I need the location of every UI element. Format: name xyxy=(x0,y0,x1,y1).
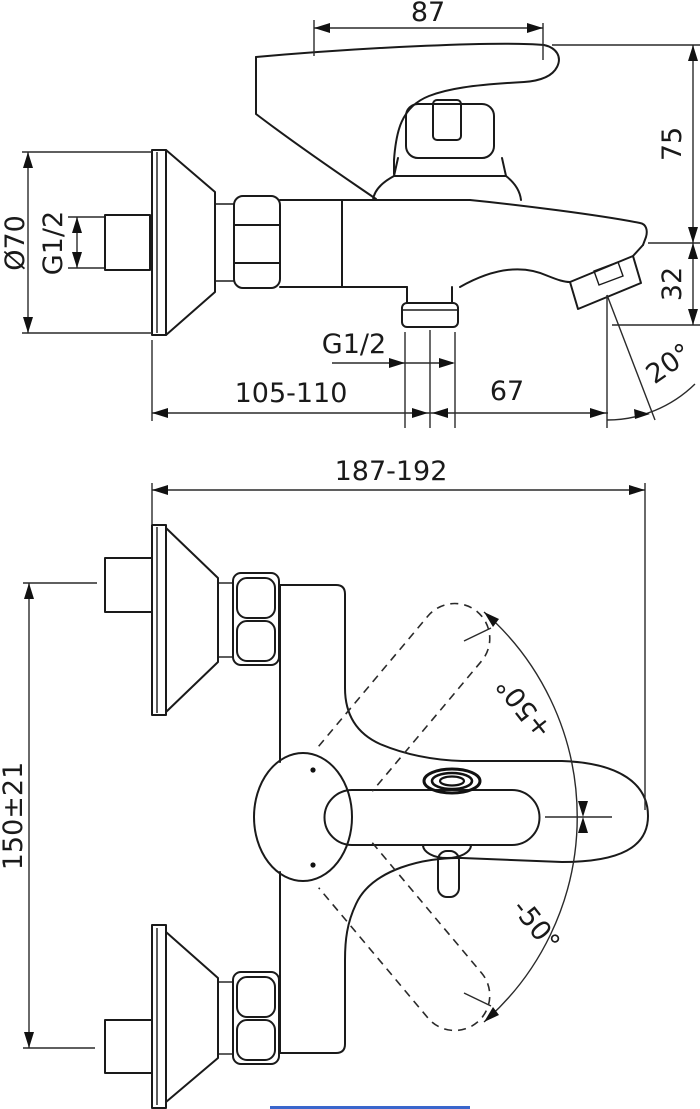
dim-32: 32 xyxy=(612,242,700,326)
dim-dia70-label: Ø70 xyxy=(0,215,31,271)
side-body-barrel xyxy=(279,199,471,288)
dim-87-label: 87 xyxy=(411,0,445,28)
dim-g12-inlet-label: G1/2 xyxy=(38,211,69,275)
plan-screw-dot-bottom xyxy=(310,862,316,868)
plan-escutcheon-oval xyxy=(253,752,353,882)
dim-105-110-label: 105-110 xyxy=(235,378,348,409)
dim-g12-inlet: G1/2 xyxy=(38,211,104,275)
plan-body-and-lever xyxy=(253,584,649,1054)
side-lever-handle xyxy=(255,42,560,200)
dim-75-label: 75 xyxy=(657,127,688,161)
dim-87: 87 xyxy=(313,0,544,60)
dim-32-label: 32 xyxy=(657,267,688,301)
side-shower-outlet xyxy=(401,286,459,328)
dim-dia70: Ø70 xyxy=(0,151,152,334)
dim-75: 75 xyxy=(552,44,700,243)
dim-minus50-label: -50° xyxy=(506,894,566,958)
plan-screw-dot-top xyxy=(310,767,316,773)
dim-150: 150±21 xyxy=(0,582,97,1049)
plan-handle-minus50-dashed xyxy=(318,842,492,1032)
side-wall-flange xyxy=(151,149,216,336)
plan-top-inlet xyxy=(104,524,280,716)
plan-lever-slot xyxy=(323,789,541,846)
dim-20deg-label: 20° xyxy=(641,338,698,391)
side-union-nut xyxy=(215,195,281,289)
dim-187-192-label: 187-192 xyxy=(335,456,448,487)
dim-swing-arc: +50° -50° xyxy=(483,611,612,1023)
bottom-edge-artifact xyxy=(270,1106,470,1109)
dim-20deg: 20° xyxy=(606,294,698,428)
dim-plus50-label: +50° xyxy=(490,670,558,745)
plan-handle-plus50-dashed xyxy=(318,602,492,792)
side-spout xyxy=(459,199,648,310)
plan-bottom-inlet xyxy=(104,924,280,1109)
dim-67-label: 67 xyxy=(490,376,524,407)
dim-g12-outlet-label: G1/2 xyxy=(322,329,386,360)
dim-105-110-and-67: 105-110 67 xyxy=(151,340,608,421)
plan-view: 187-192 150±21 +50° -50° xyxy=(0,456,649,1109)
dim-187-192: 187-192 xyxy=(151,456,646,810)
side-view: 87 75 32 Ø70 xyxy=(0,0,700,428)
dim-g12-outlet: G1/2 xyxy=(322,329,456,428)
dim-150-label: 150±21 xyxy=(0,762,29,871)
plan-cartridge-dome xyxy=(422,767,482,898)
side-inlet-pipe xyxy=(104,214,151,271)
